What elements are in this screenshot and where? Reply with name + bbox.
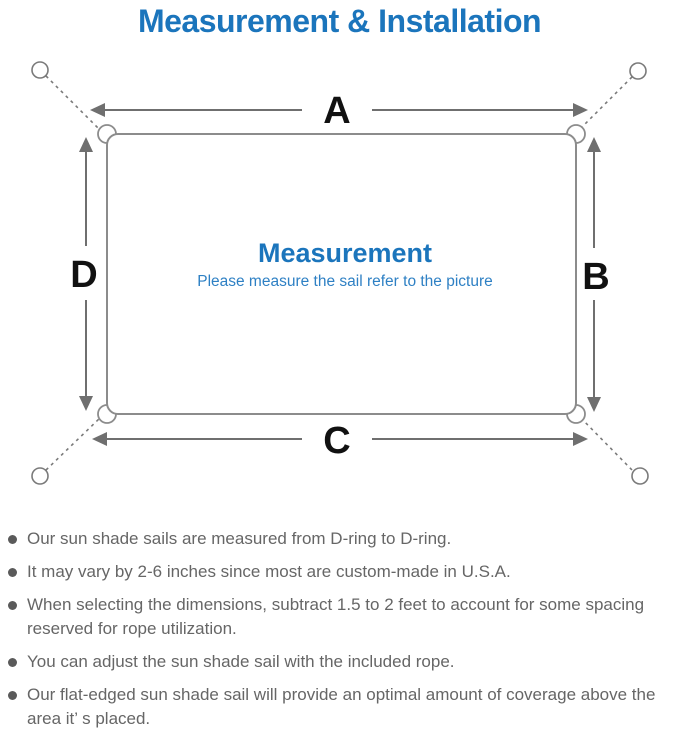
rope-line-bottom-right bbox=[579, 416, 633, 471]
arrowhead-b-up-icon bbox=[587, 137, 601, 152]
bullet-dot-icon bbox=[8, 691, 17, 700]
anchor-ring-top-left-icon bbox=[31, 61, 49, 79]
note-text: Our sun shade sails are measured from D-… bbox=[27, 529, 452, 548]
dim-label-b: B bbox=[582, 256, 609, 298]
dim-label-c: C bbox=[323, 420, 350, 462]
note-text: Our flat-edged sun shade sail will provi… bbox=[27, 685, 656, 728]
dimension-arrows bbox=[85, 109, 595, 440]
anchor-ring-bottom-right-icon bbox=[631, 467, 649, 485]
bullet-dot-icon bbox=[8, 601, 17, 610]
note-text: It may vary by 2-6 inches since most are… bbox=[27, 562, 511, 581]
bullet-dot-icon bbox=[8, 658, 17, 667]
list-item: Our sun shade sails are measured from D-… bbox=[6, 527, 673, 551]
arrowhead-c-right-icon bbox=[573, 432, 588, 446]
arrowhead-d-down-icon bbox=[79, 396, 93, 411]
anchor-ring-bottom-left-icon bbox=[31, 467, 49, 485]
diagram-center-subtitle: Please measure the sail refer to the pic… bbox=[197, 273, 493, 290]
rope-line-top-left bbox=[45, 75, 102, 132]
diagram-center-title: Measurement bbox=[258, 238, 432, 268]
list-item: When selecting the dimensions, subtract … bbox=[6, 593, 673, 641]
anchor-ring-top-right-icon bbox=[629, 62, 647, 80]
dimension-arrowheads bbox=[79, 103, 601, 446]
dim-label-a: A bbox=[323, 90, 350, 132]
arrowhead-a-left-icon bbox=[90, 103, 105, 117]
list-item: Our flat-edged sun shade sail will provi… bbox=[6, 683, 673, 731]
bullet-dot-icon bbox=[8, 568, 17, 577]
measurement-diagram: A C D B Measurement Please measure the s… bbox=[31, 61, 649, 485]
bullet-dot-icon bbox=[8, 535, 17, 544]
list-item: You can adjust the sun shade sail with t… bbox=[6, 650, 673, 674]
shade-sail-outline bbox=[106, 133, 577, 415]
rope-line-bottom-left bbox=[45, 416, 102, 471]
measurement-notes-list: Our sun shade sails are measured from D-… bbox=[0, 503, 679, 731]
arrowhead-d-up-icon bbox=[79, 137, 93, 152]
note-text: When selecting the dimensions, subtract … bbox=[27, 595, 645, 638]
list-item: It may vary by 2-6 inches since most are… bbox=[6, 560, 673, 584]
page-title: Measurement & Installation bbox=[137, 3, 542, 39]
arrowhead-c-left-icon bbox=[92, 432, 107, 446]
arrowhead-a-right-icon bbox=[573, 103, 588, 117]
dim-label-d: D bbox=[70, 254, 97, 296]
note-text: You can adjust the sun shade sail with t… bbox=[27, 652, 455, 671]
arrowhead-b-down-icon bbox=[587, 397, 601, 412]
rope-line-top-right bbox=[579, 76, 633, 130]
